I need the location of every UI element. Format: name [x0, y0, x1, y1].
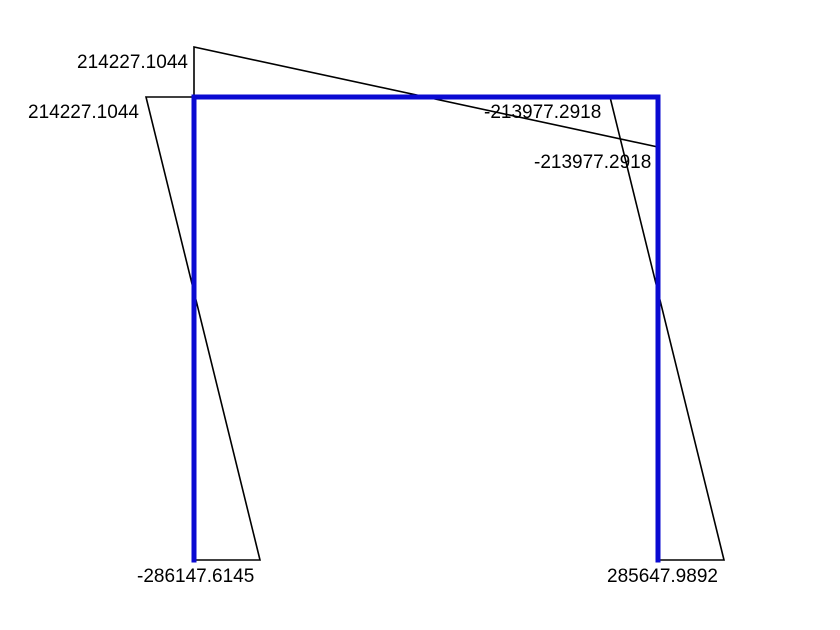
moment-labels: 214227.1044 214227.1044 -213977.2918 -21… [28, 52, 718, 587]
left-beam-end-moment-label: 214227.1044 [28, 102, 139, 123]
left-column-base-moment-label: -286147.6145 [137, 566, 254, 587]
right-column-top-moment-label: -213977.2918 [534, 152, 651, 173]
moment-diagram [144, 46, 726, 561]
right-beam-end-moment-label: -213977.2918 [484, 102, 601, 123]
portal-frame [191, 94, 661, 563]
left-column-moment-diagram [144, 96, 262, 561]
right-column-base-moment-label: 285647.9892 [607, 566, 718, 587]
left-column-top-moment-label: 214227.1044 [77, 52, 188, 73]
